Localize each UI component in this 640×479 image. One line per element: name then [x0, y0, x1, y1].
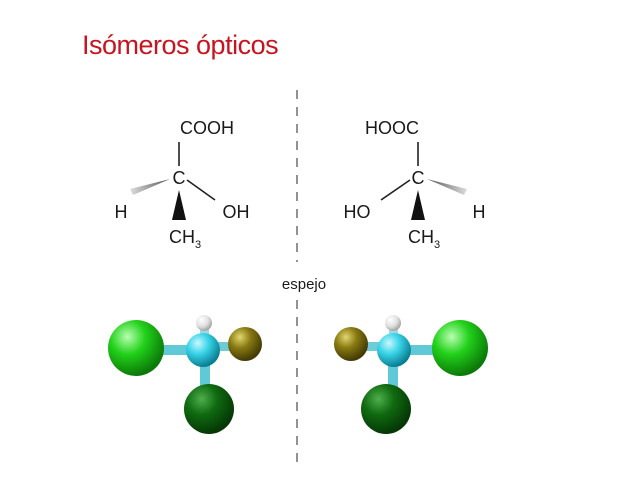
left-structural-formula: COOH C H OH CH3 — [115, 118, 250, 251]
right-olive-atom — [334, 327, 368, 361]
page-title: Isómeros ópticos — [82, 30, 279, 60]
left-bond-right — [210, 342, 242, 351]
left-dark-green-atom — [184, 384, 234, 434]
left-light-green-atom — [108, 320, 164, 376]
left-center-atom: C — [173, 168, 186, 188]
left-hashed-wedge — [130, 179, 170, 195]
right-solid-wedge — [411, 190, 425, 220]
left-center-carbon-atom — [186, 333, 220, 367]
right-light-green-atom — [432, 320, 488, 376]
right-hashed-wedge — [427, 179, 467, 195]
right-top-group: HOOC — [365, 118, 419, 138]
left-ball-model — [108, 315, 262, 434]
right-left-bond — [380, 179, 411, 201]
right-bond-left — [355, 342, 387, 351]
left-olive-atom — [228, 327, 262, 361]
left-top-group: COOH — [180, 118, 234, 138]
left-bond-left — [160, 345, 200, 355]
left-right-group: OH — [223, 202, 250, 222]
right-center-atom: C — [412, 168, 425, 188]
left-right-bond — [186, 179, 216, 201]
right-center-carbon-atom — [377, 333, 411, 367]
left-bottom-group: CH3 — [169, 227, 201, 251]
right-hydrogen-atom — [385, 315, 401, 331]
left-hydrogen-atom — [196, 315, 212, 331]
left-left-group: H — [115, 202, 128, 222]
right-bottom-group: CH3 — [408, 227, 440, 251]
right-dark-green-atom — [361, 384, 411, 434]
right-right-group: H — [473, 202, 486, 222]
right-ball-model — [334, 315, 488, 434]
mirror-label: espejo — [282, 276, 326, 293]
right-structural-formula: HOOC C HO H CH3 — [344, 118, 486, 251]
left-solid-wedge — [172, 190, 186, 220]
right-bond-right — [398, 345, 438, 355]
right-bond-down — [388, 355, 398, 395]
left-bond-down — [200, 355, 210, 395]
right-left-group: HO — [344, 202, 371, 222]
